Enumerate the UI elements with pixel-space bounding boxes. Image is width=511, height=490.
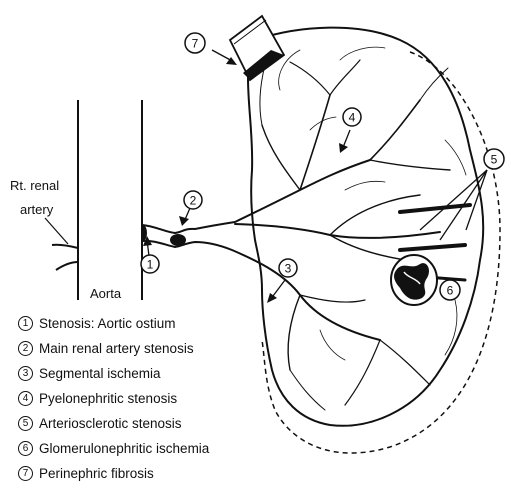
marker-4: 4 xyxy=(343,108,361,126)
legend-item-7: 7 Perinephric fibrosis xyxy=(18,466,154,481)
marker-5: 5 xyxy=(484,149,504,169)
svg-text:4: 4 xyxy=(349,111,356,125)
legend-num-4: 4 xyxy=(18,391,33,406)
renal-vessels xyxy=(232,47,470,410)
legend-num-2: 2 xyxy=(18,341,33,356)
legend-text-2: Main renal artery stenosis xyxy=(39,341,194,356)
callout-arrows xyxy=(147,50,487,300)
svg-text:7: 7 xyxy=(192,37,199,51)
perinephric-fibrosis-block xyxy=(230,16,284,80)
legend-num-1: 1 xyxy=(18,316,33,331)
arrowheads xyxy=(143,57,348,303)
main-renal-artery xyxy=(142,222,235,250)
renal-artery-pointer xyxy=(45,218,68,244)
marker-7: 7 xyxy=(185,33,205,53)
aorta xyxy=(78,100,142,300)
legend-item-3: 3 Segmental ischemia xyxy=(18,366,161,381)
legend-text-1: Stenosis: Aortic ostium xyxy=(39,316,176,331)
svg-text:3: 3 xyxy=(285,262,292,276)
ischemia-mass xyxy=(391,255,437,305)
legend-item-4: 4 Pyelonephritic stenosis xyxy=(18,391,177,406)
perinephric-dashed-capsule xyxy=(262,52,500,453)
legend-text-3: Segmental ischemia xyxy=(39,366,161,381)
renal-artery-label-line2: artery xyxy=(20,202,54,217)
legend-item-6: 6 Glomerulonephritic ischemia xyxy=(18,441,209,456)
legend-text-7: Perinephric fibrosis xyxy=(39,466,154,481)
svg-text:1: 1 xyxy=(147,258,154,272)
legend-text-5: Arteriosclerotic stenosis xyxy=(39,416,182,431)
legend-item-2: 2 Main renal artery stenosis xyxy=(18,341,194,356)
legend-item-5: 5 Arteriosclerotic stenosis xyxy=(18,416,182,431)
legend-item-1: 1 Stenosis: Aortic ostium xyxy=(18,316,176,331)
marker-1: 1 xyxy=(141,255,159,273)
marker-6: 6 xyxy=(440,280,460,300)
svg-text:2: 2 xyxy=(190,194,197,208)
ostium-stenosis xyxy=(142,225,146,241)
legend-text-6: Glomerulonephritic ischemia xyxy=(39,441,209,456)
legend-num-5: 5 xyxy=(18,416,33,431)
aorta-label: Aorta xyxy=(90,286,122,301)
svg-text:5: 5 xyxy=(491,153,498,167)
main-artery-stenosis xyxy=(170,234,186,246)
legend-num-6: 6 xyxy=(18,441,33,456)
legend-num-7: 7 xyxy=(18,466,33,481)
svg-text:6: 6 xyxy=(447,284,454,298)
legend-num-3: 3 xyxy=(18,366,33,381)
renal-artery-label-line1: Rt. renal xyxy=(10,178,59,193)
marker-3: 3 xyxy=(279,259,297,277)
marker-2: 2 xyxy=(184,191,202,209)
renal-artery-stub xyxy=(52,245,78,270)
legend-text-4: Pyelonephritic stenosis xyxy=(39,391,177,406)
